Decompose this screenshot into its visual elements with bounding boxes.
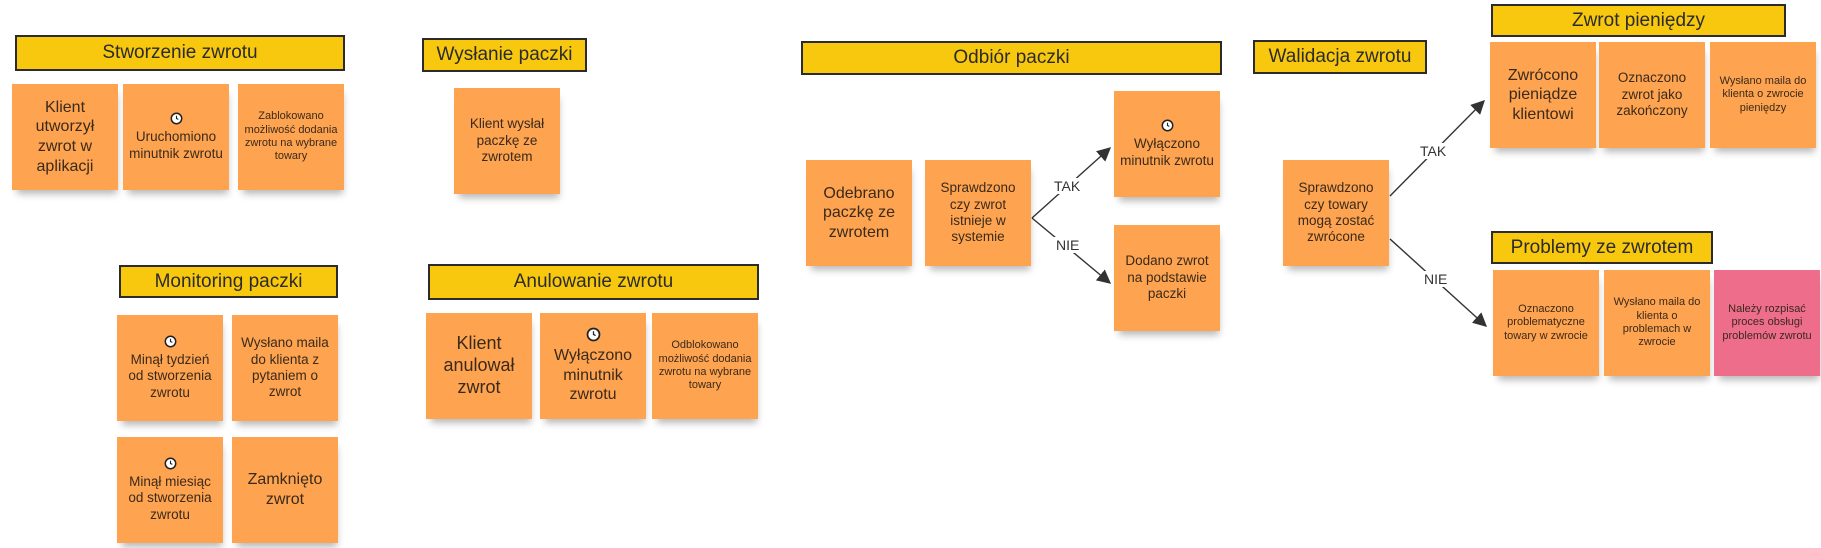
sticky-note-klient-anulowal: Klient anulował zwrot	[426, 313, 532, 419]
header-problemy-ze-zwrotem: Problemy ze zwrotem	[1491, 231, 1713, 264]
sticky-note-oznaczono-zakonczony: Oznaczono zwrot jako zakończony	[1599, 42, 1705, 148]
note-text: Zamknięto zwrot	[247, 471, 323, 508]
note-text: Dodano zwrot na podstawie paczki	[1125, 253, 1209, 302]
note-text: Wysłano maila do klienta o problemach w …	[1613, 296, 1701, 349]
note-text: Należy rozpisać proces obsługi problemów…	[1722, 302, 1812, 342]
sticky-note-minal-tydzien: Minął tydzień od stworzenia zwrotu	[117, 315, 223, 421]
note-text: Zwrócono pieniądze klientowi	[1507, 66, 1579, 123]
edge-label-walidacja-nie: NIE	[1422, 271, 1450, 287]
note-text: Klient anulował zwrot	[443, 333, 515, 397]
header-odbior-paczki: Odbiór paczki	[801, 41, 1222, 75]
sticky-note-odblokowano: Odblokowano możliwość dodania zwrotu na …	[652, 313, 758, 419]
sticky-note-dodano-zwrot: Dodano zwrot na podstawie paczki	[1114, 225, 1220, 331]
note-text: Zablokowano możliwość dodania zwrotu na …	[244, 110, 338, 163]
sticky-note-odebrano-paczke: Odebrano paczkę ze zwrotem	[806, 160, 912, 266]
sticky-note-nalezy-rozpisac: Należy rozpisać proces obsługi problemów…	[1714, 270, 1820, 376]
note-text: Sprawdzono czy towary mogą zostać zwróco…	[1297, 180, 1375, 245]
timer-icon	[164, 457, 176, 470]
timer-icon	[1161, 119, 1173, 132]
header-stworzenie-zwrotu: Stworzenie zwrotu	[15, 35, 345, 71]
timer-icon	[170, 112, 182, 125]
note-text: Minął miesiąc od stworzenia zwrotu	[128, 473, 212, 522]
header-wyslanie-paczki: Wysłanie paczki	[422, 38, 587, 72]
sticky-note-klient-utworzyl: Klient utworzył zwrot w aplikacji	[12, 84, 118, 190]
note-text: Wyłączono minutnik zwrotu	[1120, 136, 1214, 168]
sticky-note-wylaczono-minutnik-anul: Wyłączono minutnik zwrotu	[540, 313, 646, 419]
note-text: Uruchomiono minutnik zwrotu	[129, 129, 223, 161]
edge-label-odbior-nie: NIE	[1054, 237, 1082, 253]
sticky-note-zablokowano: Zablokowano możliwość dodania zwrotu na …	[238, 84, 344, 190]
note-text: Odblokowano możliwość dodania zwrotu na …	[658, 339, 752, 392]
sticky-note-uruchomiono-minutnik: Uruchomiono minutnik zwrotu	[123, 84, 229, 190]
sticky-note-klient-wyslal: Klient wysłał paczkę ze zwrotem	[454, 88, 560, 194]
header-monitoring-paczki: Monitoring paczki	[119, 265, 338, 298]
sticky-note-zwrocono-pieniadze: Zwrócono pieniądze klientowi	[1490, 42, 1596, 148]
note-text: Oznaczono problematyczne towary w zwroci…	[1504, 302, 1588, 342]
timer-icon	[586, 327, 600, 342]
sticky-note-sprawdzono-istnieje: Sprawdzono czy zwrot istnieje w systemie	[925, 160, 1031, 266]
header-anulowanie-zwrotu: Anulowanie zwrotu	[428, 264, 759, 300]
sticky-note-wyslano-maila-pieniadze: Wysłano maila do klienta o zwrocie pieni…	[1710, 42, 1816, 148]
note-text: Minął tydzień od stworzenia zwrotu	[128, 351, 212, 400]
sticky-note-sprawdzono-towary: Sprawdzono czy towary mogą zostać zwróco…	[1283, 160, 1389, 266]
note-text: Odebrano paczkę ze zwrotem	[822, 184, 896, 241]
note-text: Klient utworzył zwrot w aplikacji	[35, 98, 95, 175]
edge-label-odbior-tak: TAK	[1052, 178, 1083, 194]
sticky-note-zamknieto: Zamknięto zwrot	[232, 437, 338, 543]
note-text: Klient wysłał paczkę ze zwrotem	[469, 116, 545, 165]
sticky-note-wyslano-maila-problemy: Wysłano maila do klienta o problemach w …	[1604, 270, 1710, 376]
timer-icon	[164, 335, 176, 348]
note-text: Wyłączono minutnik zwrotu	[553, 347, 633, 404]
sticky-note-minal-miesiac: Minął miesiąc od stworzenia zwrotu	[117, 437, 223, 543]
sticky-note-oznaczono-problematyczne: Oznaczono problematyczne towary w zwroci…	[1493, 270, 1599, 376]
sticky-note-wyslano-maila-pytanie: Wysłano maila do klienta z pytaniem o zw…	[232, 315, 338, 421]
edge-label-walidacja-tak: TAK	[1418, 143, 1449, 159]
note-text: Sprawdzono czy zwrot istnieje w systemie	[940, 180, 1016, 245]
note-text: Wysłano maila do klienta o zwrocie pieni…	[1719, 74, 1807, 114]
sticky-note-wylaczono-minutnik-odbior: Wyłączono minutnik zwrotu	[1114, 91, 1220, 197]
header-zwrot-pieniedzy: Zwrot pieniędzy	[1491, 4, 1786, 37]
note-text: Wysłano maila do klienta z pytaniem o zw…	[241, 335, 329, 400]
header-walidacja-zwrotu: Walidacja zwrotu	[1253, 40, 1427, 74]
note-text: Oznaczono zwrot jako zakończony	[1616, 70, 1688, 119]
